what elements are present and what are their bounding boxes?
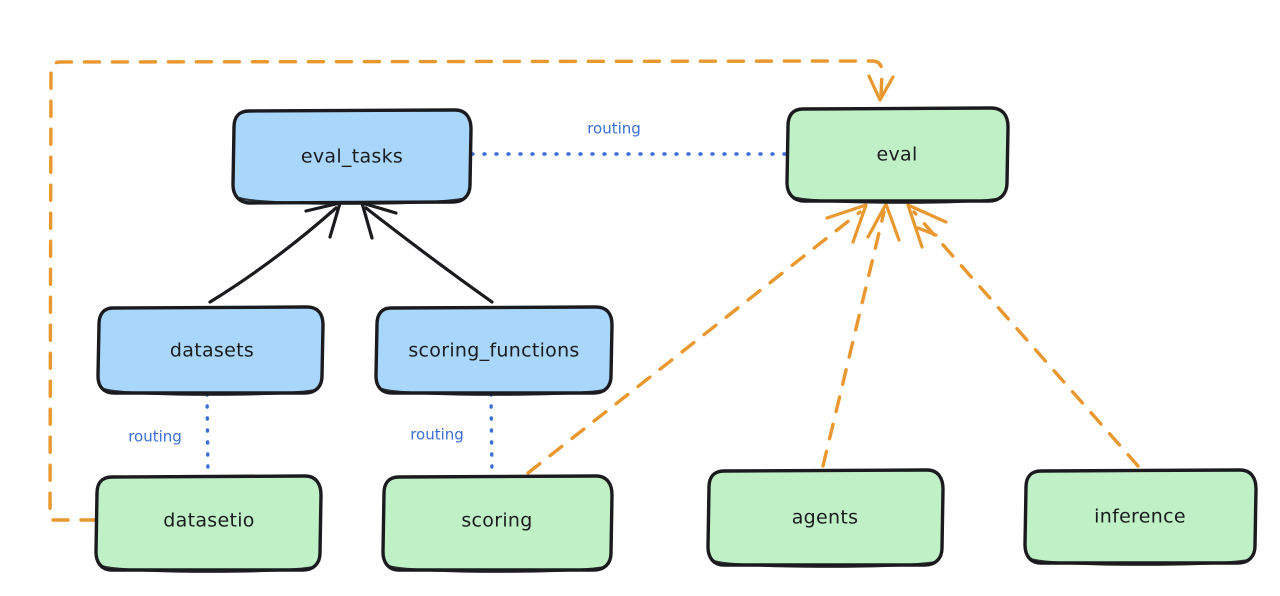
node-eval-tasks-label: eval_tasks <box>301 146 403 168</box>
node-datasets-sketch-accent <box>102 387 318 396</box>
edge-scoring_functions-to-eval_tasks-line <box>364 206 494 304</box>
edge-eval_tasks-to-eval[interactable]: routing <box>470 120 791 156</box>
node-datasetio-shape <box>94 474 323 572</box>
node-eval-label: eval <box>876 144 917 166</box>
node-eval[interactable]: eval <box>785 106 1010 204</box>
edge-label-routing-datasetio: routing <box>128 428 182 446</box>
edge-scoring_functions-to-scoring[interactable]: routing <box>410 392 494 478</box>
node-scoring-functions-sketch-accent <box>380 387 607 396</box>
node-datasetio-label: datasetio <box>163 510 254 532</box>
edge-scoring-to-eval-line <box>526 210 862 475</box>
node-group: eval_tasks eval datasets scoring_functio… <box>94 106 1258 573</box>
edge-agents-to-eval-line <box>821 210 886 468</box>
edge-group-solid-dependencies <box>208 201 494 304</box>
edge-scoring-to-eval-arrowhead <box>825 203 868 244</box>
edge-label-routing-scoring: routing <box>410 426 464 444</box>
edge-inference-to-eval-arrowhead-inner <box>916 226 938 237</box>
edge-scoring_functions-to-scoring-line <box>489 392 494 478</box>
node-inference-sketch-accent <box>1029 557 1251 566</box>
edge-agents-to-eval-arrowhead <box>866 202 901 242</box>
edge-group-routing: routing routing routing <box>128 120 791 478</box>
node-inference-label: inference <box>1094 506 1186 528</box>
node-datasetio[interactable]: datasetio <box>94 474 323 573</box>
node-eval-sketch-accent <box>791 195 1003 204</box>
node-eval-tasks-sketch-accent <box>238 196 464 205</box>
node-inference-shape <box>1023 468 1258 565</box>
node-datasets-shape <box>96 305 325 395</box>
node-eval-tasks[interactable]: eval_tasks <box>231 108 473 205</box>
edge-datasets-to-eval_tasks-line <box>208 206 338 304</box>
node-datasets-label: datasets <box>170 340 254 362</box>
edge-scoring_functions-to-eval_tasks[interactable] <box>360 201 494 304</box>
edge-datasets-to-datasetio[interactable]: routing <box>128 392 210 478</box>
node-scoring-functions-label: scoring_functions <box>408 340 579 362</box>
node-datasetio-sketch-accent <box>100 564 316 573</box>
edge-datasets-to-datasetio-line <box>205 392 210 478</box>
edge-agents-to-eval[interactable] <box>821 202 901 468</box>
node-scoring-shape <box>381 474 614 572</box>
node-agents-label: agents <box>792 507 859 529</box>
edge-datasetio-to-eval[interactable] <box>48 59 895 522</box>
edge-label-routing-eval: routing <box>587 120 641 138</box>
node-datasets[interactable]: datasets <box>96 305 325 396</box>
node-inference[interactable]: inference <box>1023 468 1258 566</box>
node-agents[interactable]: agents <box>706 468 945 568</box>
node-scoring-functions-shape <box>374 305 614 395</box>
node-agents-shape <box>706 468 945 567</box>
edge-inference-to-eval-arrowhead <box>906 203 948 249</box>
edge-inference-to-eval-line <box>912 210 1140 468</box>
edge-scoring-to-eval[interactable] <box>526 203 868 475</box>
node-scoring-label: scoring <box>461 510 532 532</box>
edge-group-dashed-dependencies <box>48 59 1140 522</box>
edge-datasets-to-eval_tasks[interactable] <box>208 201 342 304</box>
node-scoring-sketch-accent <box>387 564 607 573</box>
node-scoring[interactable]: scoring <box>381 474 614 573</box>
edge-datasetio-to-eval-arrowhead <box>867 74 895 102</box>
edge-datasetio-to-eval-line <box>48 59 884 522</box>
edge-inference-to-eval[interactable] <box>906 203 1140 468</box>
node-scoring-functions[interactable]: scoring_functions <box>374 305 614 396</box>
node-eval-tasks-shape <box>231 108 473 205</box>
node-agents-sketch-accent <box>712 559 938 568</box>
